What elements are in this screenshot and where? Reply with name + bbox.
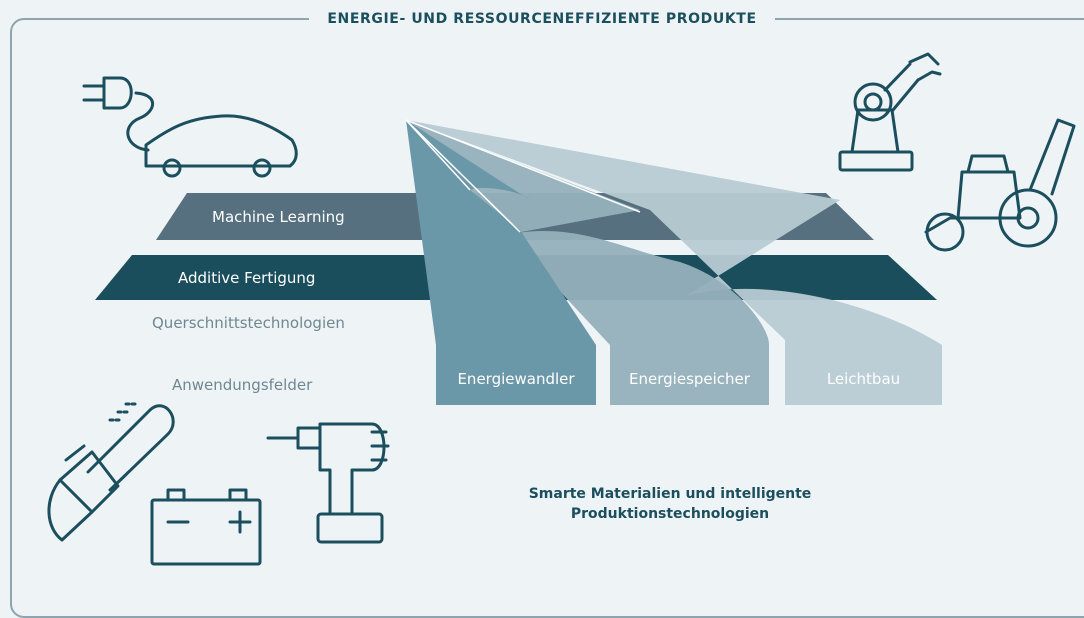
- diagram-title-wrap: ENERGIE- UND RESSOURCENEFFIZIENTE PRODUK…: [0, 8, 1084, 27]
- diagram-title: ENERGIE- UND RESSOURCENEFFIZIENTE PRODUK…: [309, 11, 775, 27]
- converter-beam-main: [406, 120, 596, 405]
- chainsaw-icon: [47, 402, 175, 542]
- footer-line-2: Produktionstechnologien: [570, 506, 770, 522]
- footer-line-1: Smarte Materialien und intelligente: [528, 486, 812, 502]
- ray-line: [405, 119, 521, 233]
- drill-icon: [266, 422, 390, 544]
- storage-label: Energiespeicher: [629, 370, 750, 388]
- lightweight-label: Leichtbau: [826, 370, 901, 388]
- machine-learning-label: Machine Learning: [212, 208, 345, 226]
- lawn-mower-icon: [924, 118, 1076, 252]
- plug-car-icon: [82, 76, 298, 178]
- storage-beam: [406, 120, 770, 405]
- ray-line: [405, 119, 641, 213]
- ray-line: [405, 119, 471, 191]
- diagram-graphics: [47, 52, 1076, 566]
- application-fields-label: Anwendungsfelder: [172, 376, 313, 394]
- lightweight-beam: [406, 120, 942, 405]
- battery-icon: [150, 488, 262, 566]
- additive-label: Additive Fertigung: [178, 269, 316, 287]
- robot-arm-icon: [838, 52, 942, 172]
- diagram-canvas: ENERGIE- UND RESSOURCENEFFIZIENTE PRODUK…: [0, 8, 1084, 618]
- footer-text: Smarte Materialien und intelligente Prod…: [500, 484, 840, 524]
- cross-section-label: Querschnittstechnologien: [152, 314, 345, 332]
- converter-label: Energiewandler: [457, 370, 575, 388]
